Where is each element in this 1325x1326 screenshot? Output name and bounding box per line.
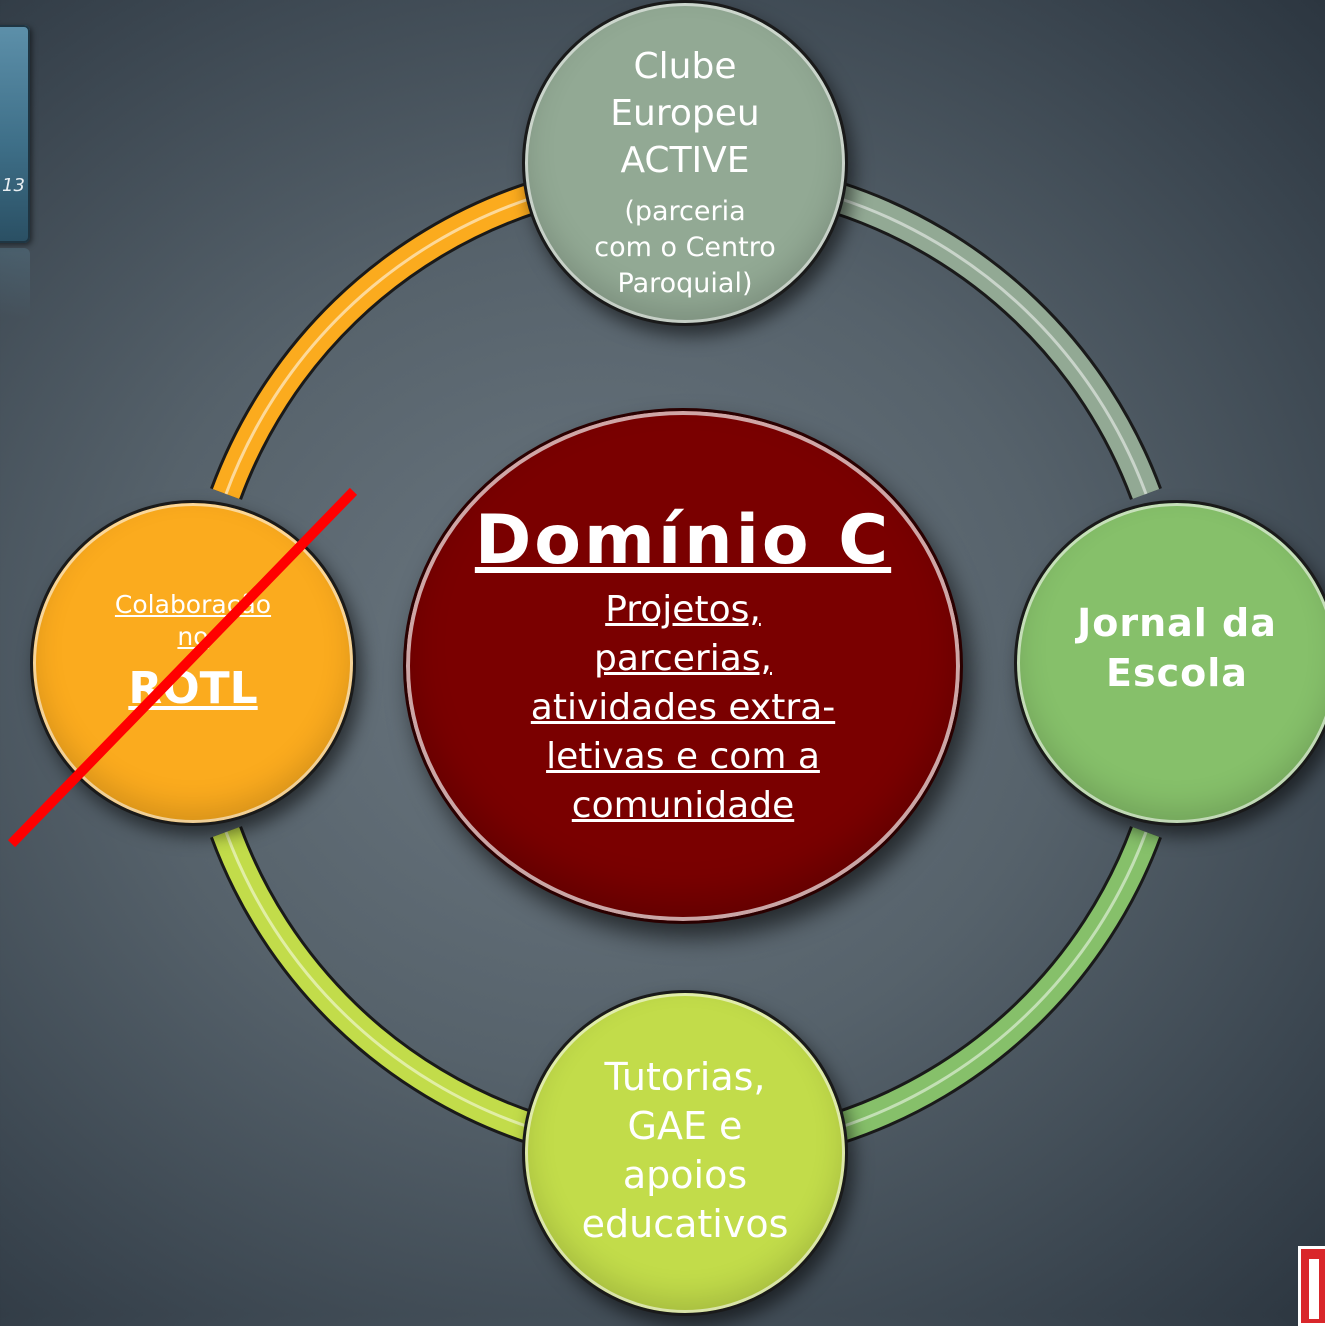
- tile-reflection: [0, 248, 30, 318]
- node-clube-europeu: Clube Europeu ACTIVE (parceria com o Cen…: [522, 0, 848, 326]
- node-top-title-line: ACTIVE: [620, 140, 750, 181]
- node-right-line: Jornal da: [1077, 601, 1277, 645]
- arc-bottom-left: [210, 826, 538, 1145]
- center-subtitle-line: comunidade: [571, 785, 795, 826]
- center-subtitle-line: letivas e com a: [546, 736, 820, 777]
- node-jornal-da-escola: Jornal da Escola: [1014, 500, 1325, 826]
- node-bottom-line: apoios: [622, 1153, 748, 1197]
- node-left-small-line: no: [177, 622, 209, 651]
- node-bottom-line: educativos: [581, 1202, 789, 1246]
- corner-logo: [1298, 1246, 1325, 1326]
- node-left-big-label: ROTL: [128, 663, 258, 714]
- node-top-title-line: Europeu: [610, 93, 760, 134]
- node-top-note-line: Paroquial): [617, 268, 753, 299]
- center-subtitle-line: atividades extra-: [530, 687, 836, 728]
- node-bottom-line: GAE e: [627, 1104, 743, 1148]
- center-title: Domínio C: [474, 501, 892, 580]
- node-top-note-line: (parceria: [624, 196, 746, 227]
- node-top-title-line: Clube: [633, 46, 737, 87]
- center-node-domain-c: Domínio C Projetos, parcerias, atividade…: [403, 408, 963, 924]
- tile-number: 13: [2, 175, 25, 196]
- node-rotl: Colaboração no ROTL: [30, 500, 356, 826]
- arc-right-bottom: [832, 826, 1162, 1145]
- center-subtitle-line: parcerias,: [594, 638, 772, 679]
- decorative-tile: 13: [0, 25, 30, 243]
- node-tutorias: Tutorias, GAE e apoios educativos: [522, 990, 848, 1316]
- node-top-note-line: com o Centro: [594, 232, 776, 263]
- node-bottom-line: Tutorias,: [604, 1055, 766, 1099]
- node-left-small-line: Colaboração: [114, 590, 272, 619]
- arc-top-right: [832, 181, 1162, 500]
- node-right-line: Escola: [1106, 651, 1248, 695]
- arc-left-top: [210, 181, 538, 500]
- center-subtitle-line: Projetos,: [605, 589, 761, 630]
